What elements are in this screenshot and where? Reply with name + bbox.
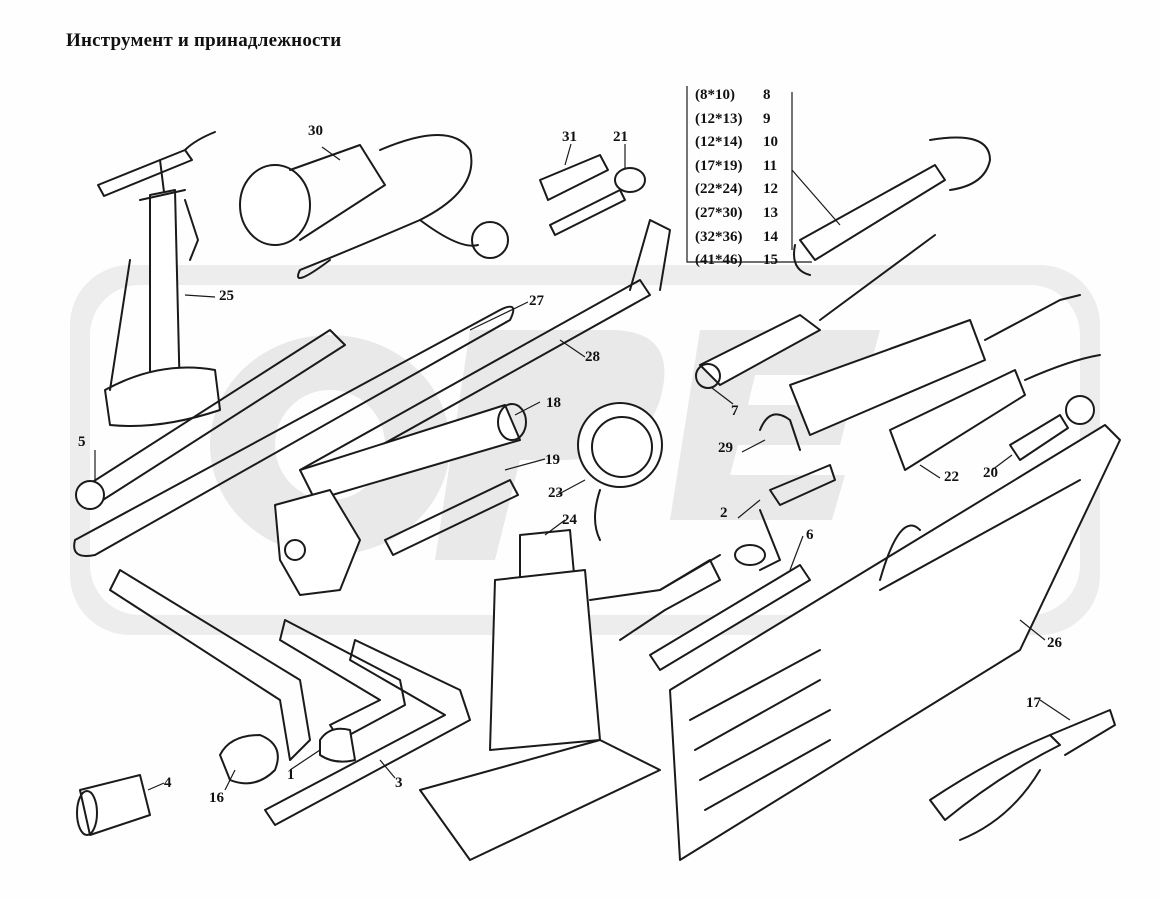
callout-3: 3 xyxy=(395,775,403,791)
callout-7: 7 xyxy=(731,403,739,419)
chisel xyxy=(384,479,519,556)
callout-18: 18 xyxy=(546,395,561,411)
grease-gun xyxy=(789,294,1101,471)
wrench-size-row: (12*14)10 xyxy=(695,134,778,151)
callout-4: 4 xyxy=(164,775,172,791)
tool-bag xyxy=(669,424,1121,861)
screwdriver xyxy=(695,234,936,389)
wheel-wrench-16 xyxy=(279,619,406,763)
pressure-gauge xyxy=(577,402,663,541)
hook-tool xyxy=(759,413,801,451)
callout-30: 30 xyxy=(308,123,323,139)
callout-21: 21 xyxy=(613,129,628,145)
tire-lever xyxy=(75,329,346,510)
callout-28: 28 xyxy=(585,349,600,365)
open-end-wrench xyxy=(793,136,991,276)
callout-22: 22 xyxy=(944,469,959,485)
wrench-size-list: (8*10)8 (12*13)9 (12*14)10 (17*19)11 (22… xyxy=(695,84,778,273)
wrench-size-row: (8*10)8 xyxy=(695,87,771,103)
callout-25: 25 xyxy=(219,288,234,304)
wrench-size-row: (17*19)11 xyxy=(695,157,778,174)
wrench-size-row: (32*36)14 xyxy=(695,228,778,245)
spark-plug-gauge xyxy=(539,154,646,236)
callout-31: 31 xyxy=(562,129,577,145)
callout-20: 20 xyxy=(983,465,998,481)
handle-nut xyxy=(274,489,361,596)
callout-2: 2 xyxy=(720,505,728,521)
tire-pump xyxy=(97,131,221,427)
callout-leaders xyxy=(94,86,1071,791)
callout-6: 6 xyxy=(806,527,814,543)
callout-26: 26 xyxy=(1047,635,1062,651)
box-wrench xyxy=(734,464,836,571)
pliers xyxy=(929,709,1116,841)
callout-24: 24 xyxy=(562,512,577,528)
drift-punch xyxy=(299,403,527,501)
callout-16: 16 xyxy=(209,790,224,806)
callout-19: 19 xyxy=(545,452,560,468)
socket-head xyxy=(76,774,151,836)
callout-17: 17 xyxy=(1026,695,1041,711)
callout-1: 1 xyxy=(287,767,295,783)
pry-bar xyxy=(73,305,515,557)
flat-file xyxy=(649,564,811,671)
callout-27: 27 xyxy=(529,293,544,309)
wheel-wrench-3 xyxy=(264,639,471,826)
inspection-lamp xyxy=(239,134,509,279)
wrench-size-row: (27*30)13 xyxy=(695,204,778,221)
spark-brush xyxy=(1009,395,1095,461)
wrench-size-row: (41*46)15 xyxy=(695,252,778,269)
callout-29: 29 xyxy=(718,440,733,456)
wrench-size-row: (12*13)9 xyxy=(695,110,771,127)
page-title: Инструмент и принадлежности xyxy=(66,30,342,51)
callout-5: 5 xyxy=(78,434,86,450)
wrench-size-row: (22*24)12 xyxy=(695,181,778,198)
bottle-jack xyxy=(419,529,721,861)
callout-23: 23 xyxy=(548,485,563,501)
